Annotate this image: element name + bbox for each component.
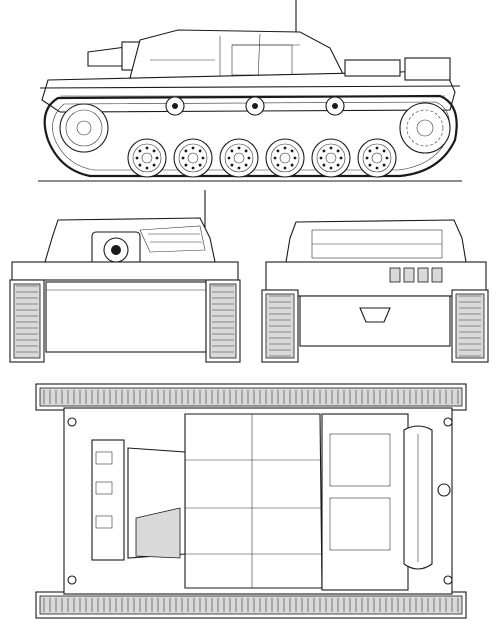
road-wheel (219, 138, 259, 178)
top-right-track (35, 591, 467, 619)
drive-sprocket (399, 102, 451, 154)
fender (39, 85, 461, 89)
hatch-handles (95, 451, 113, 529)
side-marks: + + (288, 123, 300, 130)
road-wheels (127, 138, 397, 178)
exhaust-fittings (389, 267, 443, 283)
track-links (43, 390, 459, 612)
top-view-drawing (35, 383, 467, 619)
side-view-drawing: + + (38, 0, 462, 182)
track-links (269, 295, 481, 357)
tow-hatch (359, 307, 391, 323)
engine-deck-top (321, 413, 409, 591)
rear-hull (265, 261, 487, 297)
road-wheel (311, 138, 351, 178)
front-right-track (205, 279, 241, 363)
rear-superstructure (285, 219, 467, 263)
return-roller (245, 96, 265, 116)
rear-idler (59, 103, 109, 153)
superstructure (129, 29, 346, 79)
top-view (0, 378, 500, 626)
side-view: + + (0, 0, 500, 185)
road-wheel (127, 138, 167, 178)
road-wheel (173, 138, 213, 178)
front-view (0, 190, 250, 370)
fighting-compartment (184, 413, 323, 589)
top-left-track (35, 383, 467, 411)
return-rollers (165, 96, 345, 116)
fuel-cap (437, 483, 451, 497)
front-hull (11, 261, 239, 281)
gun-barrel (87, 46, 127, 67)
track (43, 94, 458, 178)
rear-view (250, 190, 500, 370)
return-roller (325, 96, 345, 116)
front-left-track (9, 279, 45, 363)
rear-view-drawing (261, 219, 489, 363)
engine-deck (344, 59, 401, 77)
gun-shield-top (135, 507, 181, 559)
rear-box (404, 57, 451, 81)
front-view-drawing (9, 190, 241, 363)
return-roller (165, 96, 185, 116)
road-wheel (265, 138, 305, 178)
track-links (16, 285, 234, 353)
road-wheel (357, 138, 397, 178)
